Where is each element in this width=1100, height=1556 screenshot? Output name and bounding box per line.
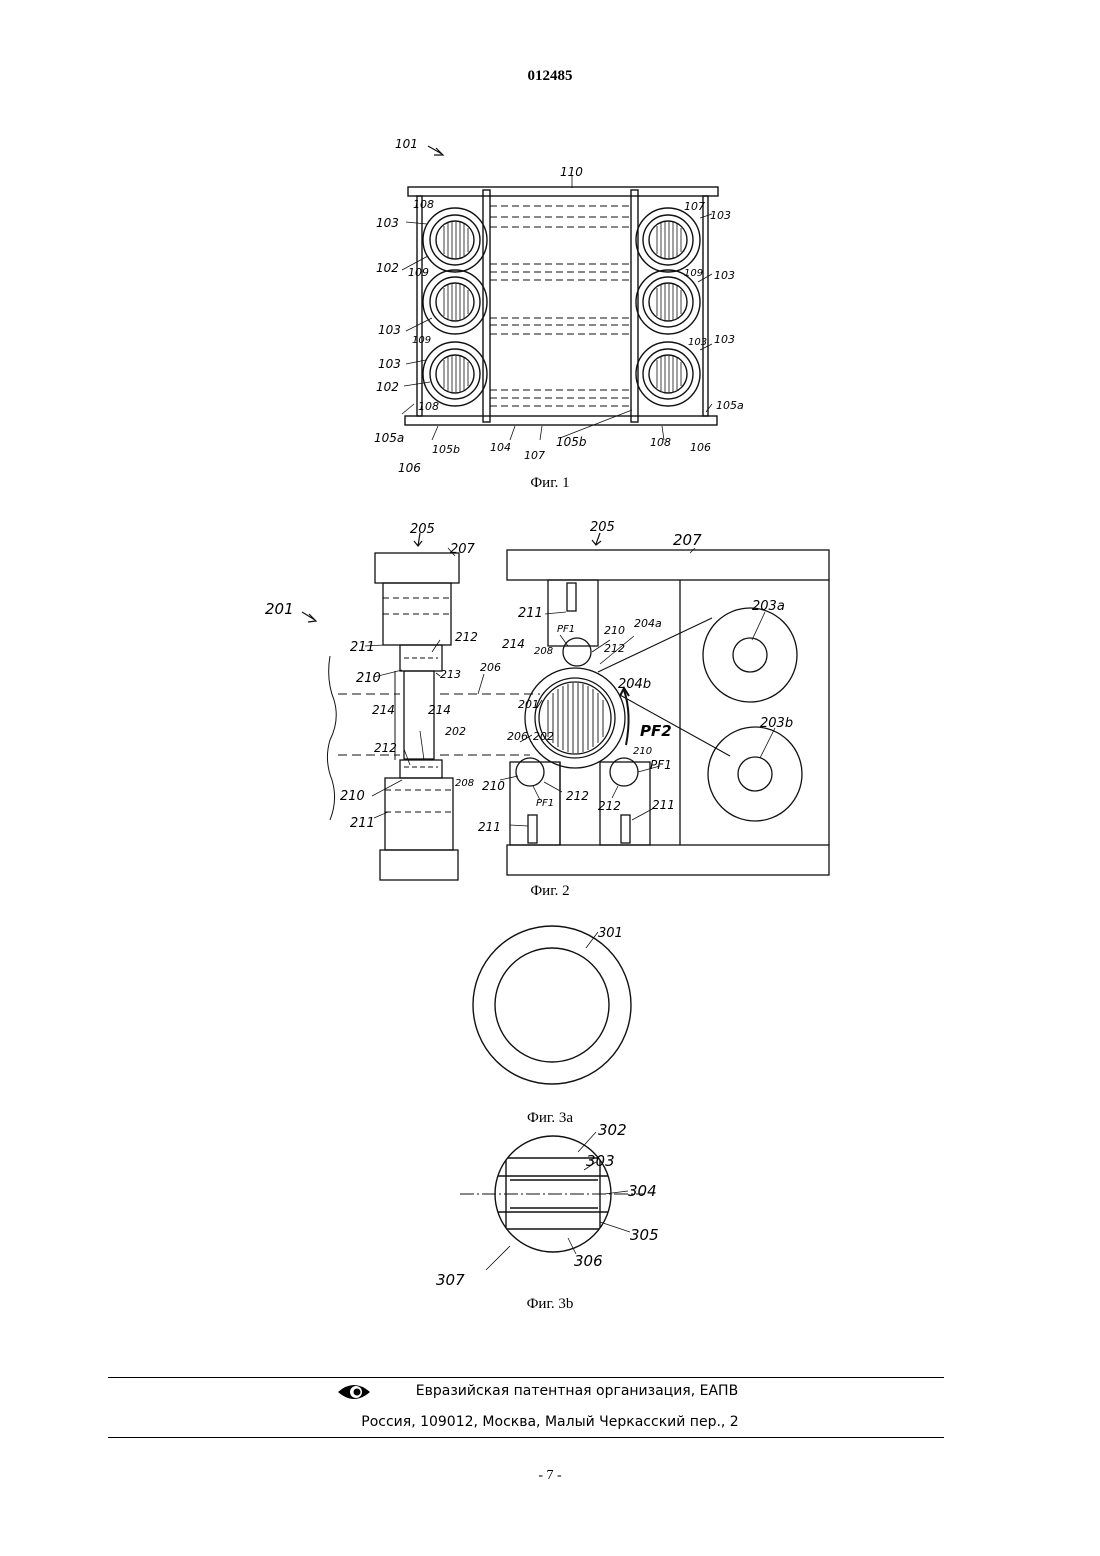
footer-address: Россия, 109012, Москва, Малый Черкасский… <box>0 1414 1100 1430</box>
footer-bottom-rule <box>108 1437 944 1438</box>
reference-numeral: 307 <box>436 1271 465 1289</box>
figure-3b-caption: Фиг. 3b <box>480 1296 620 1313</box>
reference-numeral: 306 <box>574 1252 603 1270</box>
reference-numeral: 303 <box>586 1152 615 1170</box>
footer-top-rule <box>108 1377 944 1378</box>
reference-numeral: 304 <box>628 1182 657 1200</box>
page-number: - 7 - <box>0 1468 1100 1484</box>
reference-numeral: 302 <box>598 1121 627 1139</box>
footer-org-name: Евразийская патентная организация, ЕАПВ <box>27 1383 1100 1399</box>
reference-numeral: 305 <box>630 1226 659 1244</box>
